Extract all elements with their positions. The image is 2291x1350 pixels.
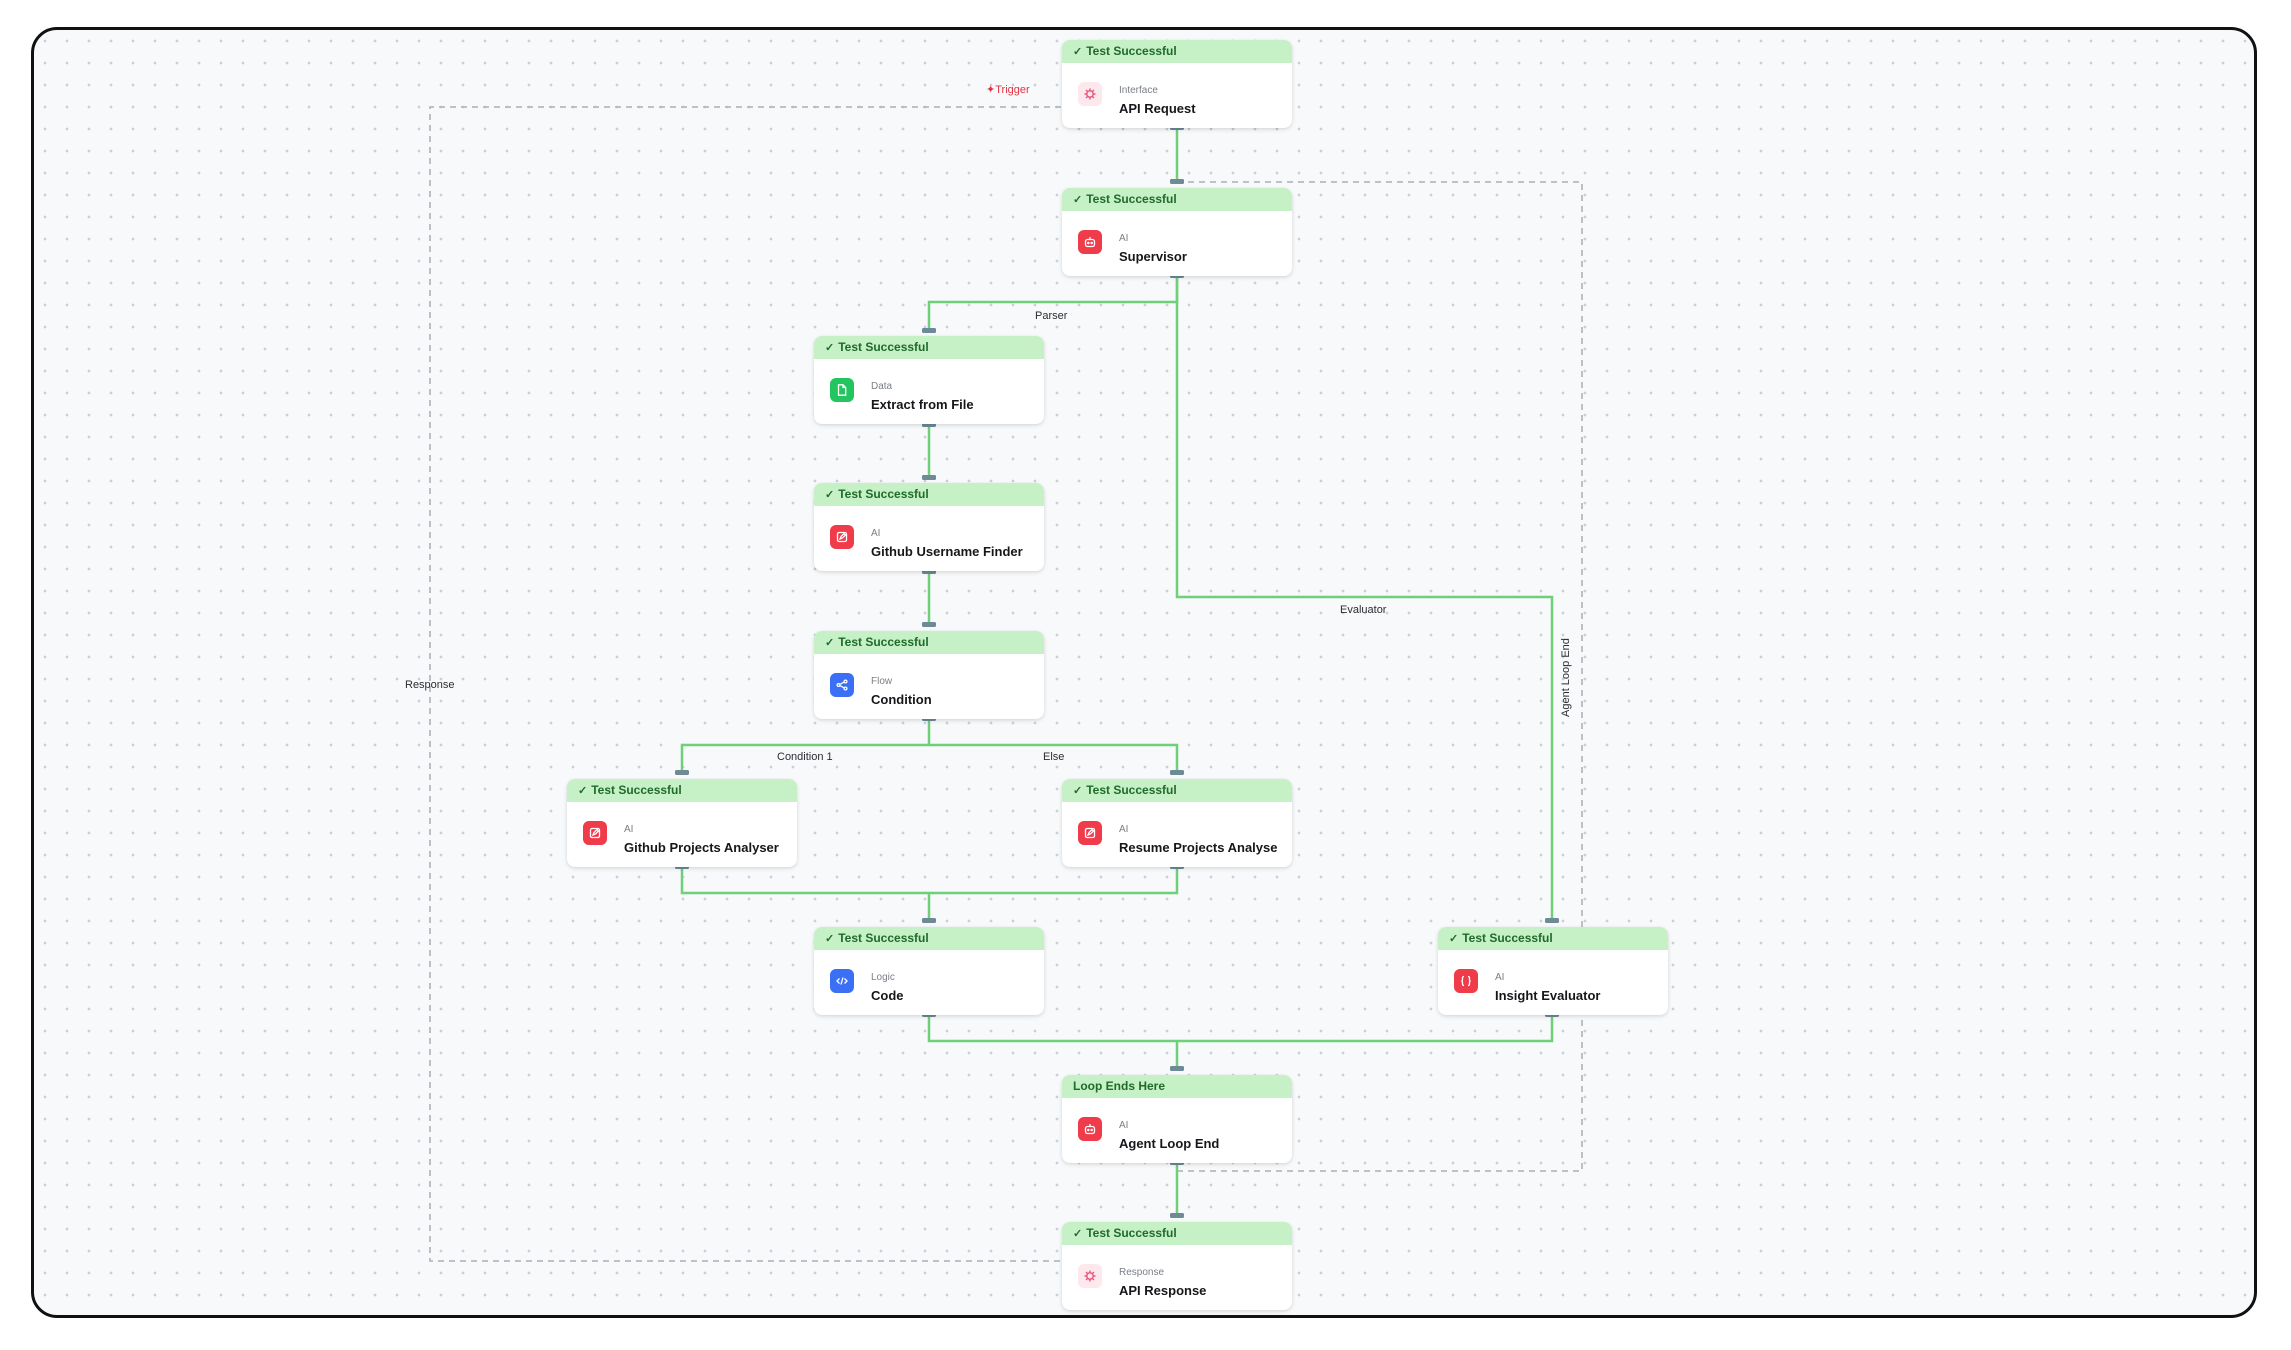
status-badge: ✓Test Successful — [1062, 40, 1292, 63]
status-badge: ✓Test Successful — [814, 927, 1044, 950]
agent-loop-end-node[interactable]: Loop Ends Here AI Agent Loop End — [1062, 1075, 1292, 1163]
github-username-finder-node[interactable]: ✓Test Successful AI Github Username Find… — [814, 483, 1044, 571]
api-response-node[interactable]: ✓Test Successful Response API Response — [1062, 1222, 1292, 1310]
node-title: Resume Projects Analyse — [1119, 840, 1278, 855]
condition-1-label: Condition 1 — [777, 751, 833, 763]
node-category: AI — [1119, 233, 1129, 244]
node-category: Flow — [871, 676, 893, 687]
node-title: API Request — [1119, 101, 1196, 116]
status-badge: ✓Test Successful — [1062, 1222, 1292, 1245]
robot-icon — [1078, 230, 1102, 254]
analysers-to-code-connection — [680, 867, 1179, 921]
status-badge: Loop Ends Here — [1062, 1075, 1292, 1098]
else-label: Else — [1043, 751, 1065, 763]
node-category: AI — [624, 824, 634, 835]
node-title: Github Username Finder — [871, 544, 1023, 559]
status-badge: ✓Test Successful — [814, 631, 1044, 654]
condition-1-connection — [680, 719, 931, 773]
status-badge: ✓Test Successful — [814, 336, 1044, 359]
status-badge: ✓Test Successful — [814, 483, 1044, 506]
braces-icon — [1454, 969, 1478, 993]
evaluator-label: Evaluator — [1340, 604, 1387, 616]
status-badge: ✓Test Successful — [567, 779, 797, 802]
parser-label: Parser — [1035, 310, 1068, 322]
code-icon — [830, 969, 854, 993]
condition-node[interactable]: ✓Test Successful Flow Condition — [814, 631, 1044, 719]
node-title: API Response — [1119, 1283, 1207, 1298]
connections-layer — [429, 106, 1583, 1262]
edit-document-icon — [1078, 821, 1102, 845]
node-title: Code — [871, 988, 904, 1003]
response-label: Response — [405, 679, 455, 691]
supervisor-node[interactable]: ✓Test Successful AI Supervisor — [1062, 188, 1292, 276]
node-category: Data — [871, 381, 893, 392]
node-title: Extract from File — [871, 397, 974, 412]
agent-loop-end-label: Agent Loop End — [1560, 638, 1572, 717]
robot-icon — [1078, 1117, 1102, 1141]
node-category: Response — [1119, 1267, 1165, 1278]
status-badge: ✓Test Successful — [1062, 188, 1292, 211]
code-to-loop-end-connection — [927, 1015, 1554, 1069]
node-category: AI — [1495, 972, 1505, 983]
extract-from-file-node[interactable]: ✓Test Successful Data Extract from File — [814, 336, 1044, 424]
trigger-label: ✦Trigger — [986, 84, 1030, 96]
node-category: Interface — [1119, 85, 1158, 96]
node-category: AI — [1119, 824, 1129, 835]
node-category: Logic — [871, 972, 895, 983]
else-connection — [929, 743, 1179, 773]
resume-projects-analyse-node[interactable]: ✓Test Successful AI Resume Projects Anal… — [1062, 779, 1292, 867]
file-icon — [830, 378, 854, 402]
edit-document-icon — [583, 821, 607, 845]
node-title: Condition — [871, 692, 932, 707]
webhook-icon — [1078, 1264, 1102, 1288]
node-title: Insight Evaluator — [1495, 988, 1601, 1003]
evaluator-connection — [1175, 276, 1554, 921]
github-projects-analyser-node[interactable]: ✓Test Successful AI Github Projects Anal… — [567, 779, 797, 867]
workflow-canvas[interactable]: ✦Trigger Parser Evaluator Agent Loop End… — [31, 27, 2257, 1318]
node-category: AI — [1119, 1120, 1129, 1131]
edit-document-icon — [830, 525, 854, 549]
loop-back-connection — [1177, 181, 1583, 1172]
node-title: Supervisor — [1119, 249, 1187, 264]
node-category: AI — [871, 528, 881, 539]
node-title: Github Projects Analyser — [624, 840, 779, 855]
api-request-node[interactable]: ✓Test Successful Interface API Request — [1062, 40, 1292, 128]
insight-evaluator-node[interactable]: ✓Test Successful AI Insight Evaluator — [1438, 927, 1668, 1015]
node-title: Agent Loop End — [1119, 1136, 1220, 1151]
code-node[interactable]: ✓Test Successful Logic Code — [814, 927, 1044, 1015]
webhook-icon — [1078, 82, 1102, 106]
branch-icon — [830, 673, 854, 697]
status-badge: ✓Test Successful — [1062, 779, 1292, 802]
connection-handles — [675, 125, 1559, 1218]
status-badge: ✓Test Successful — [1438, 927, 1668, 950]
